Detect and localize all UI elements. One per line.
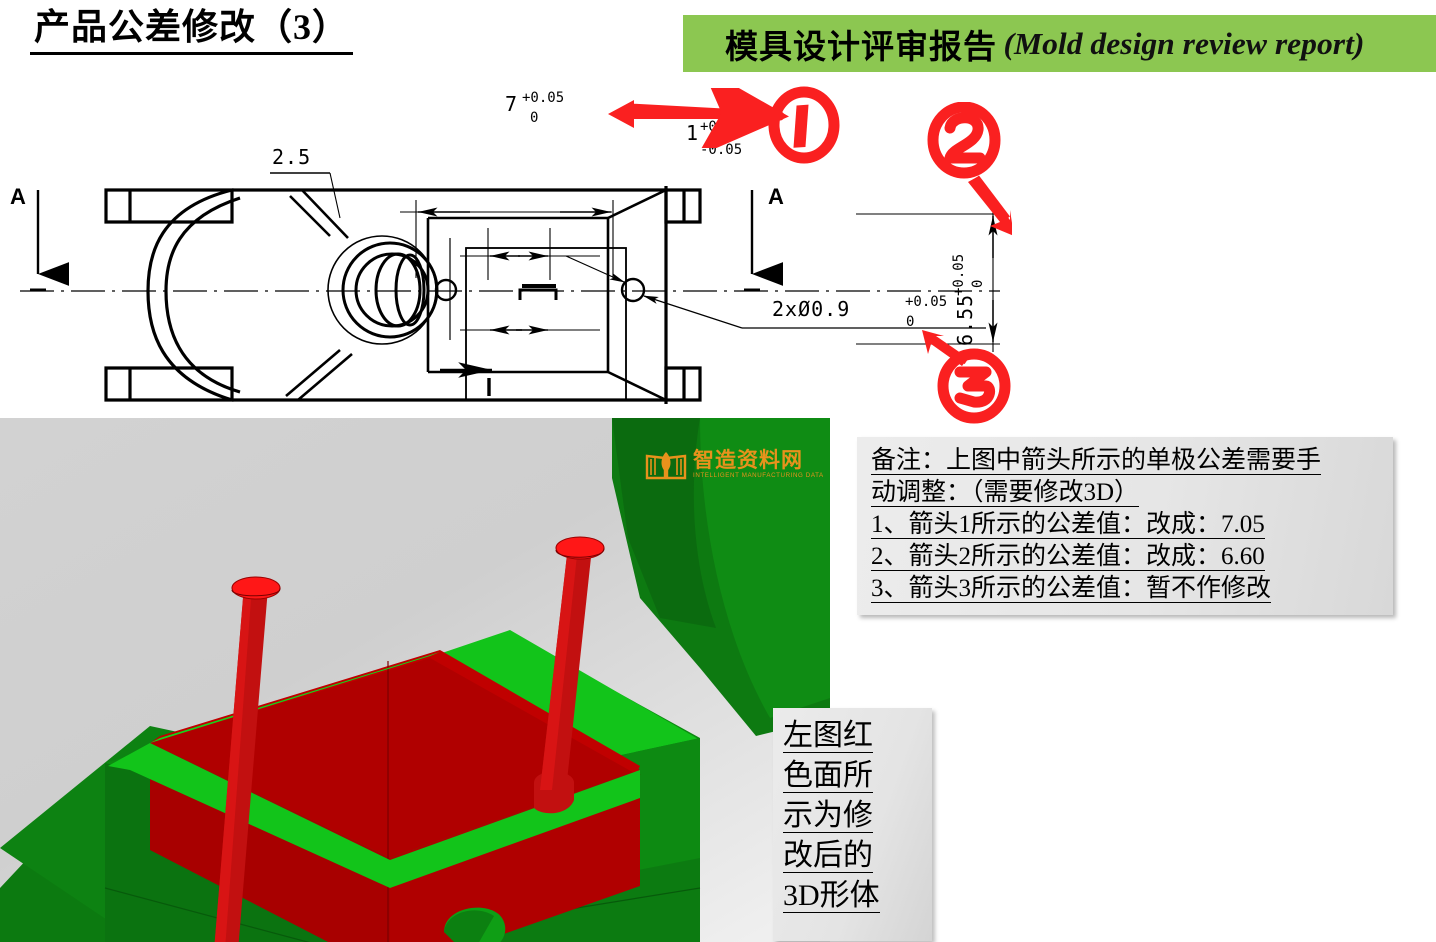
dimension-hole-value: 2xØ0.9 [772,297,850,321]
background-slab-shade [612,418,716,628]
page-title: 产品公差修改（3） [30,6,354,55]
section-a-left-label: A [10,184,26,209]
caption-line-text: 左图红 [783,719,873,753]
note-line-text: 动调整：（需要修改3D） [871,479,1140,507]
notes-box: 备注：上图中箭头所示的单极公差需要手 动调整：（需要修改3D） 1、箭头1所示的… [857,437,1393,615]
note-line: 备注：上图中箭头所示的单极公差需要手 [871,445,1383,477]
section-marker-a-left: A [10,184,70,292]
caption-line-text: 色面所 [783,758,873,793]
dimension-6-55-tol-upper: +0.05 [951,254,967,296]
header-title-en: (Mold design review report) [1003,25,1365,61]
pin-right [534,536,605,814]
pin-left [214,576,281,942]
dimension-7-value: 7 [505,92,518,116]
note-line-text: 1、箭头1所示的公差值：改成：7.05 [871,511,1265,539]
dimension-hole-tol-upper: +0.05 [905,294,947,310]
caption-line: 3D形体 [783,876,924,916]
dimension-1: 1 +0.05 -0.05 [460,119,742,335]
note-line: 3、箭头3所示的公差值：暂不作修改 [871,573,1383,605]
note-line-text: 备注：上图中箭头所示的单极公差需要手 [871,447,1322,475]
dimension-7: 7 +0.05 0 [400,90,614,278]
caption-line: 示为修 [783,796,924,836]
note-line: 动调整：（需要修改3D） [871,477,1383,509]
section-a-right-label: A [768,184,784,209]
note-line-text: 2、箭头2所示的公差值：改成：6.60 [871,543,1265,571]
small-notch [518,288,558,300]
note-line: 1、箭头1所示的公差值：改成：7.05 [871,509,1383,541]
dimension-2-5: 2.5 [270,145,341,219]
callout-3 [918,330,1028,430]
caption-line: 色面所 [783,756,924,796]
header-banner: 模具设计评审报告 (Mold design review report) [683,15,1436,72]
notch-fill [522,284,556,288]
caption-line-text: 示为修 [783,798,873,833]
bore-circles [341,241,439,339]
section-marker-a-right: A [744,184,784,292]
dimension-1-value: 1 [686,121,699,145]
dimension-hole: 2xØ0.9 +0.05 0 [565,255,986,330]
detail-arrow-bottom [440,362,492,396]
caption-box: 左图红 色面所 示为修 改后的 3D形体 [773,708,932,941]
small-holes [434,277,646,303]
dimension-2-5-value: 2.5 [272,145,311,169]
dimension-hole-tol-lower: 0 [906,314,914,330]
caption-line: 改后的 [783,836,924,876]
part-outline [104,186,702,404]
dimension-6-55-value: 6.55 [953,294,977,346]
header-title-cn: 模具设计评审报告 [725,27,997,65]
background-slab-light [700,418,830,718]
render-3d-view [0,418,830,942]
engineering-drawing: A A [0,78,1060,418]
dimension-7-tol-lower: 0 [530,110,538,126]
note-line-text: 3、箭头3所示的公差值：暂不作修改 [871,575,1272,603]
caption-line-text: 3D形体 [783,878,880,913]
caption-line: 左图红 [783,716,924,756]
inner-pocket [465,247,627,401]
note-line: 2、箭头2所示的公差值：改成：6.60 [871,541,1383,573]
step-right [390,770,640,888]
dimension-6-55: 6.55 +0.05 0 [856,206,1000,352]
callout-arrow-1 [608,88,789,148]
caption-line-text: 改后的 [783,838,873,873]
callout-2 [922,101,1014,247]
dimension-6-55-tol-lower: 0 [970,280,986,288]
callout-1 [764,85,844,181]
dimension-7-tol-upper: +0.05 [522,90,564,106]
